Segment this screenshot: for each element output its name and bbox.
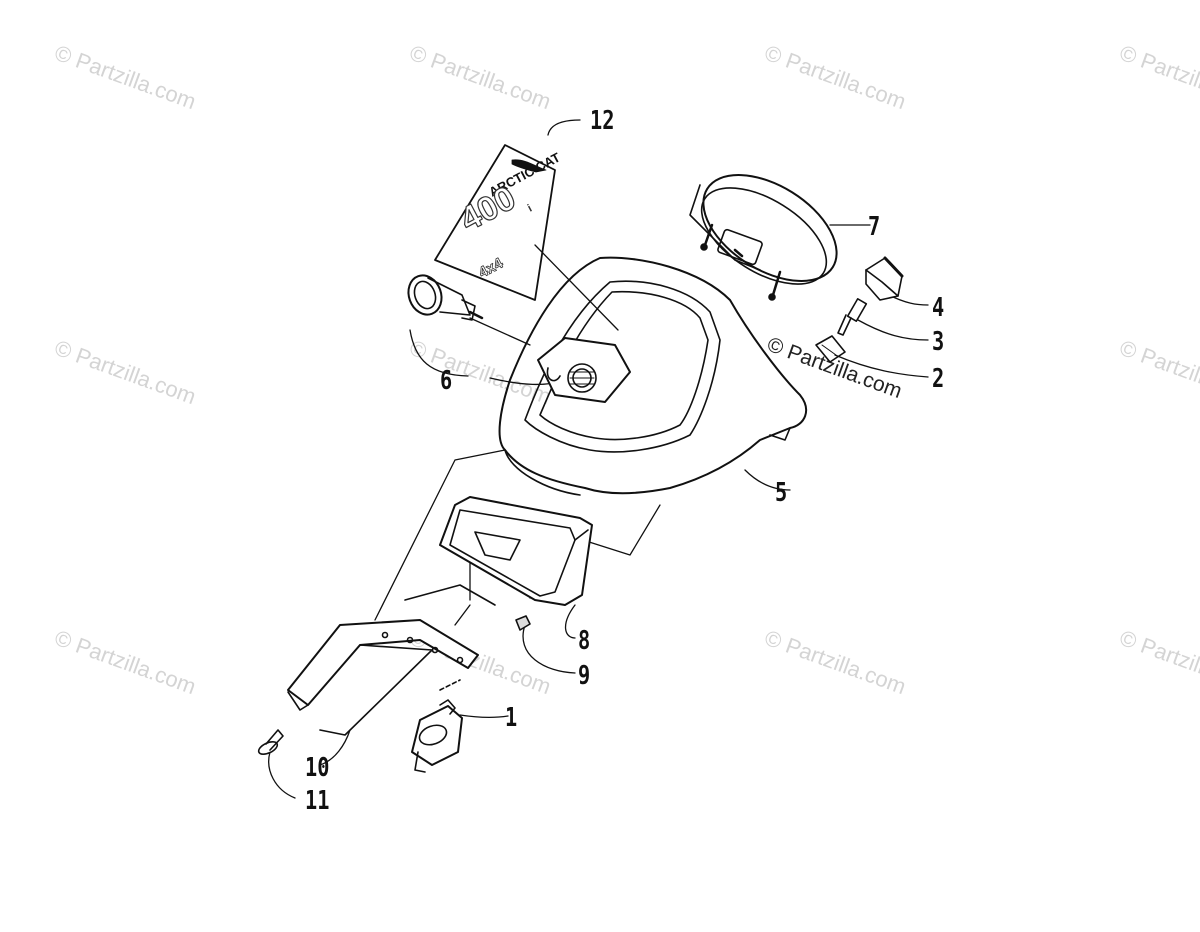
- bracket-part-10: [287, 584, 496, 736]
- callout-5[interactable]: 5: [775, 478, 788, 508]
- callout-9[interactable]: 9: [578, 661, 591, 691]
- ignition-switch-part-1: [411, 679, 463, 773]
- callout-11[interactable]: 11: [305, 786, 330, 816]
- callout-7[interactable]: 7: [868, 212, 881, 242]
- outlet-part-6: [537, 337, 631, 403]
- clip-part-2: [815, 335, 846, 363]
- outlet-socket: [407, 274, 484, 321]
- callout-6[interactable]: 6: [440, 366, 453, 396]
- callout-8[interactable]: 8: [578, 626, 591, 656]
- callout-1[interactable]: 1: [505, 703, 518, 733]
- callout-3[interactable]: 3: [932, 327, 945, 357]
- leader-lines: [268, 119, 929, 799]
- decal-artwork: ARCTIC CAT 400 i 4x4: [453, 150, 562, 282]
- key-blade-part-3: [837, 298, 868, 336]
- callout-12[interactable]: 12: [590, 106, 615, 136]
- key-head-part-4: [865, 256, 904, 301]
- decal-badge: i: [526, 203, 534, 215]
- bezel-part-8: [439, 496, 593, 606]
- callout-2[interactable]: 2: [932, 364, 945, 394]
- callout-10[interactable]: 10: [305, 753, 330, 783]
- rivet-part-11: [257, 729, 284, 755]
- decal-part-12: [434, 144, 556, 301]
- nut-part-9: [515, 615, 531, 631]
- callout-4[interactable]: 4: [932, 293, 945, 323]
- gauge-part-7: [689, 174, 838, 301]
